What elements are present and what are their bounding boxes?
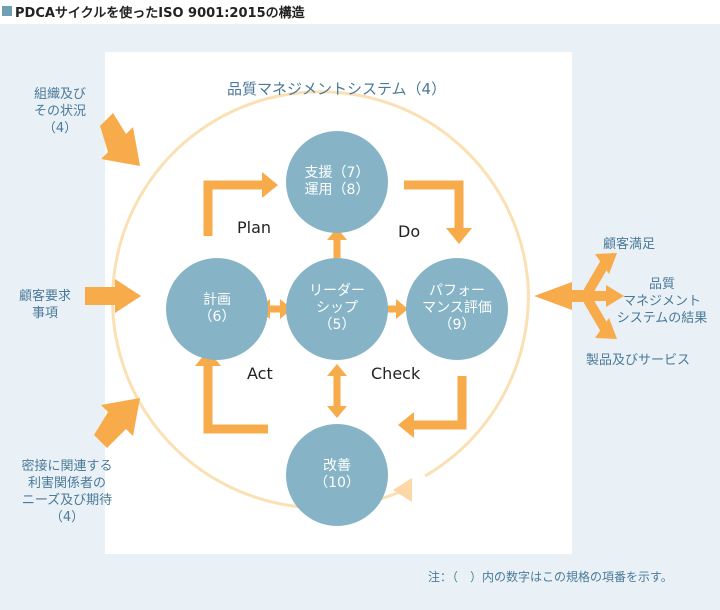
qms-line3: システムの結果 [616,311,708,326]
plan-arrowhead [262,172,278,198]
leadership-circle [286,258,388,360]
interested-line4: （4） [49,510,85,525]
do-label: Do [398,222,421,241]
context-line3: （4） [42,121,78,136]
support-line2: 運用（8） [304,182,370,198]
link-arrowhead [327,364,347,376]
leadership-line3: （5） [318,317,356,333]
act-arrow [203,366,268,434]
interested-line2: 利害関係者の [27,476,106,491]
plan-arrow [203,180,262,236]
context-label: 組織及び その状況 （4） [10,86,110,137]
qms-result-label: 品質 マネジメント システムの結果 [612,276,712,327]
plan-node-label: 計画 （6） [167,292,267,326]
output-branch-bottom [583,297,610,332]
check-arrow [414,376,467,430]
title-bar: PDCAサイクルを使ったISO 9001:2015の構造 [0,0,720,22]
act-label: Act [247,364,273,383]
plan-node-line1: 計画 [203,292,231,308]
page-title: PDCAサイクルを使ったISO 9001:2015の構造 [15,5,305,21]
performance-circle [406,258,508,360]
do-arrow [404,180,464,228]
leadership-line1: リーダー [309,283,365,299]
output-arrowhead-top [595,253,617,274]
ring-arrowhead [393,478,412,502]
footnote: 注：（ ）内の数字はこの規格の項番を示す。 [428,570,673,584]
leadership-label: リーダー シップ （5） [287,283,387,334]
system-ring [111,90,530,510]
context-line2: その状況 [33,104,86,119]
interested-line1: 密接に関連する [21,459,113,474]
support-line1: 支援（7） [304,165,370,181]
context-line1: 組織及び [33,87,86,102]
customer-req-line1: 顧客要求 [18,289,71,304]
plan-circle [166,258,268,360]
title-square-icon [2,6,12,16]
output-arrowhead-bottom [595,318,617,339]
satisfaction-label: 顧客満足 [603,237,656,252]
performance-line2: マンス評価 [422,300,492,316]
link-arrowhead [327,228,347,240]
link-arrowhead [396,299,408,319]
input-arrow-context [100,113,140,166]
input-arrow-interested [94,398,140,448]
performance-line3: （9） [438,317,476,333]
performance-line1: パフォー [429,283,485,299]
do-arrowhead [446,228,472,244]
output-arrowhead-left [534,282,572,310]
check-arrowhead [398,412,414,438]
diagram-svg [85,52,624,554]
plan-label: Plan [237,218,272,237]
output-branch-top [583,260,610,295]
qms-line2: マネジメント [622,294,701,309]
improvement-line1: 改善 [323,458,351,474]
plan-node-line2: （6） [198,309,236,325]
diagram-canvas: 品質マネジメントシステム（4） 支援（7） 運用（8） 計画 （6） リーダー … [0,24,720,610]
customer-req-label: 顧客要求 事項 [0,288,90,322]
improvement-line2: （10） [314,475,360,491]
support-circle [286,131,388,233]
support-label: 支援（7） 運用（8） [287,165,387,199]
improvement-circle [286,424,388,526]
system-title: 品質マネジメントシステム（4） [227,80,447,98]
output-arrowhead-mid [606,285,624,307]
link-arrowhead [327,406,347,418]
check-label: Check [371,364,421,383]
performance-label: パフォー マンス評価 （9） [407,283,507,334]
interested-parties-label: 密接に関連する 利害関係者の ニーズ及び期待 （4） [2,458,132,526]
products-label: 製品及びサービス [586,353,691,368]
qms-line1: 品質 [648,277,675,292]
interested-line3: ニーズ及び期待 [21,493,113,508]
improvement-label: 改善 （10） [287,458,387,492]
leadership-line2: シップ [316,300,358,316]
input-arrow-customer [85,279,141,313]
customer-req-line2: 事項 [31,306,58,321]
